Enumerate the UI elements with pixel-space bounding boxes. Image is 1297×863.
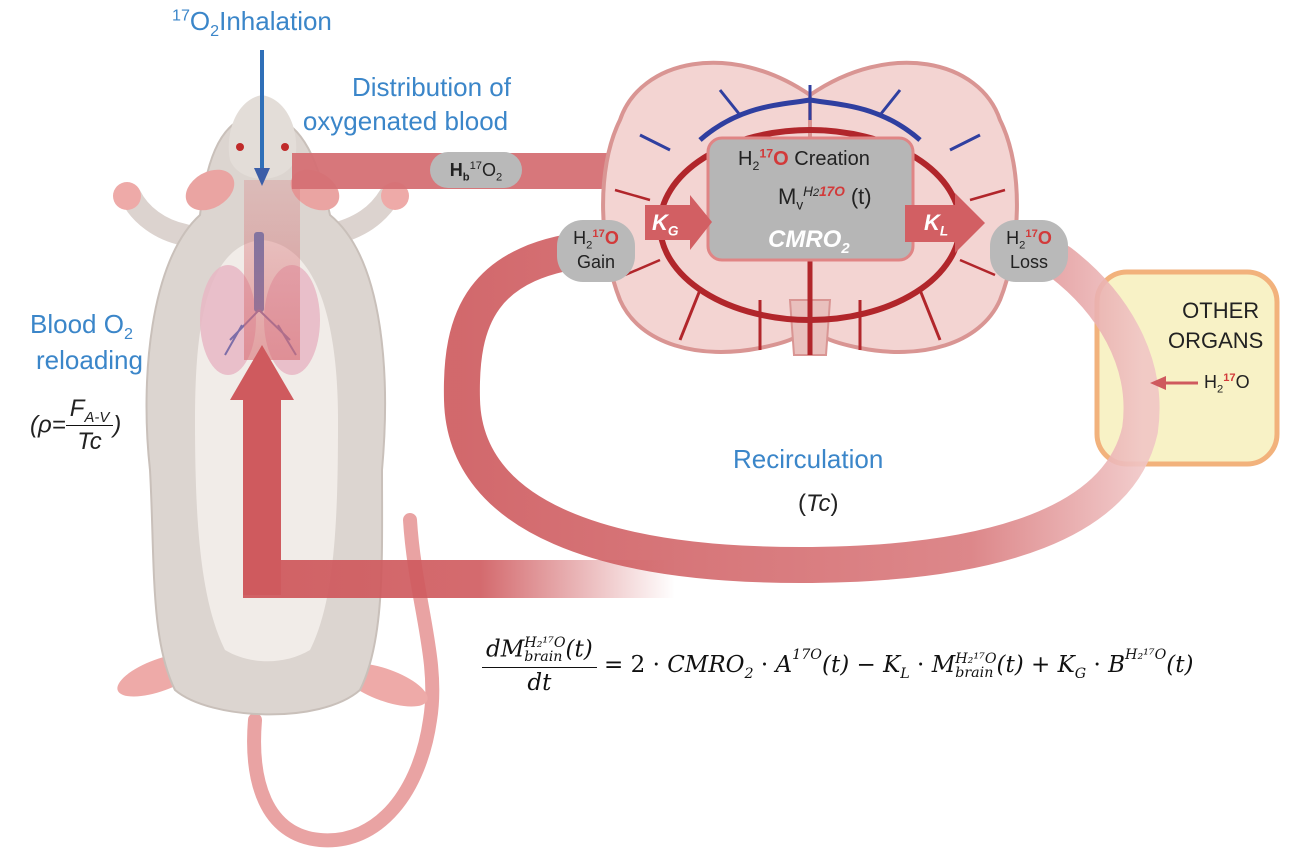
gain-label: Gain (576, 252, 616, 272)
return-arrow-head (230, 345, 294, 400)
other-organs-label: OTHER ORGANS (1168, 296, 1264, 356)
kl-arrow (905, 193, 985, 253)
loss-formula: H217O (1006, 228, 1052, 252)
rat-tail (247, 513, 440, 848)
cmro2-label: CMRO2 (768, 226, 850, 257)
reloading-label: Blood O2 reloading (30, 306, 143, 378)
h2o-loss-pill: H217O Loss (990, 220, 1068, 282)
return-arrow-vertical (243, 395, 281, 595)
recirculation-tc: (Tc) (798, 490, 839, 517)
organs-line2: ORGANS (1168, 328, 1264, 353)
h2o-creation-box (706, 136, 915, 262)
kg-arrow (645, 195, 712, 250)
distribution-label: Distribution of oxygenated blood (300, 70, 511, 138)
return-arrow-horizontal (243, 560, 675, 598)
distribution-line1: Distribution of (352, 72, 511, 102)
hb-o2-pill: Hb17O2 (430, 152, 522, 188)
recirculation-label: Recirculation (733, 444, 884, 474)
distribution-line2: oxygenated blood (302, 106, 509, 136)
recirculation-loop (443, 230, 1160, 584)
gain-formula: H217O (573, 228, 619, 252)
creation-title: H217O Creation (738, 146, 870, 173)
organs-line1: OTHER (1182, 298, 1260, 323)
left-lung (200, 265, 256, 375)
kg-label: KG (652, 210, 679, 239)
reloading-line2: reloading (36, 345, 143, 375)
kl-label: KL (924, 210, 949, 239)
organs-h2o-label: H217O (1204, 372, 1250, 396)
loss-label: Loss (1009, 252, 1049, 272)
h2o-gain-pill: H217O Gain (557, 220, 635, 282)
inhalation-label: 17O2Inhalation (172, 6, 332, 41)
creation-mass: MvH217O(t) (778, 183, 872, 213)
reloading-line1: Blood O2 (30, 309, 133, 344)
